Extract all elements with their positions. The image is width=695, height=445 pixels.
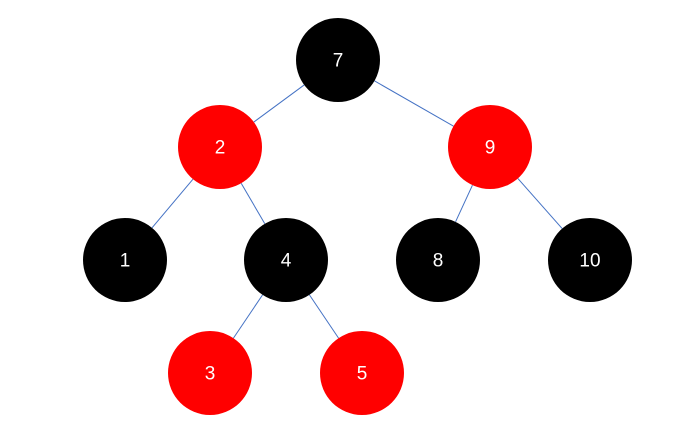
- node-circle-red: [168, 331, 252, 415]
- node-circle-black: [548, 218, 632, 302]
- edges-layer: [151, 80, 563, 339]
- tree-node-5: 5: [320, 331, 404, 415]
- node-circle-red: [178, 105, 262, 189]
- node-circle-black: [83, 218, 167, 302]
- node-circle-red: [320, 331, 404, 415]
- edge-2-4: [240, 183, 266, 224]
- edge-9-10: [517, 178, 563, 229]
- node-circle-black: [296, 18, 380, 102]
- tree-node-8: 8: [396, 218, 480, 302]
- tree-node-3: 3: [168, 331, 252, 415]
- edge-2-1: [151, 178, 194, 229]
- node-label: 3: [205, 364, 216, 385]
- node-label: 4: [281, 251, 292, 272]
- edge-4-3: [233, 294, 263, 339]
- tree-node-4: 4: [244, 218, 328, 302]
- node-circle-black: [396, 218, 480, 302]
- node-circle-black: [244, 218, 328, 302]
- node-label: 9: [485, 138, 496, 159]
- edge-7-2: [253, 84, 305, 123]
- tree-node-10: 10: [548, 218, 632, 302]
- tree-node-2: 2: [178, 105, 262, 189]
- tree-node-9: 9: [448, 105, 532, 189]
- tree-node-1: 1: [83, 218, 167, 302]
- node-label: 5: [357, 364, 368, 385]
- nodes-layer: 7 2 9 1 4 8 10 3 5: [83, 18, 632, 415]
- node-label: 8: [433, 251, 444, 272]
- edge-4-5: [309, 294, 339, 339]
- node-label: 1: [120, 251, 131, 272]
- edge-7-9: [374, 80, 454, 127]
- node-label: 10: [579, 251, 600, 272]
- node-circle-red: [448, 105, 532, 189]
- node-label: 7: [333, 51, 344, 72]
- tree-node-7: 7: [296, 18, 380, 102]
- node-label: 2: [215, 138, 226, 159]
- edge-9-8: [455, 184, 473, 223]
